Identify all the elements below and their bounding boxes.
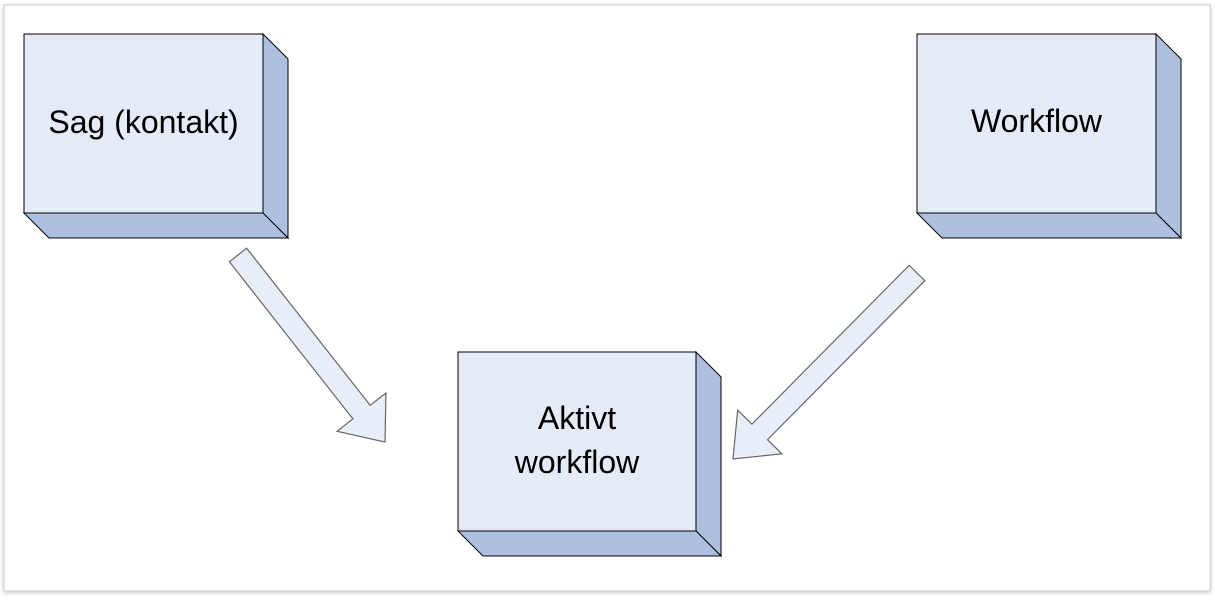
node-workflow: Workflow — [915, 32, 1183, 240]
node-sag-kontakt: Sag (kontakt) — [22, 32, 290, 240]
node-sag-face — [23, 33, 264, 214]
node-workflow-bottom — [915, 212, 1183, 239]
node-sag-bottom — [22, 212, 290, 239]
node-workflow-face — [916, 33, 1157, 214]
node-aktivt-bottom — [456, 530, 723, 557]
node-aktivt-side — [695, 350, 722, 558]
arrow-sag-to-aktivt — [228, 247, 387, 443]
node-sag-label: Sag (kontakt) — [48, 104, 238, 140]
node-sag-side — [262, 32, 289, 240]
arrow-workflow-to-aktivt — [732, 264, 926, 460]
node-aktivt-workflow: Aktivt workflow — [456, 350, 723, 558]
node-aktivt-label-line2: workflow — [514, 444, 640, 480]
node-aktivt-face — [457, 351, 697, 532]
node-aktivt-label-line1: Aktivt — [538, 400, 616, 436]
node-workflow-side — [1155, 32, 1182, 240]
node-workflow-label: Workflow — [971, 103, 1103, 139]
